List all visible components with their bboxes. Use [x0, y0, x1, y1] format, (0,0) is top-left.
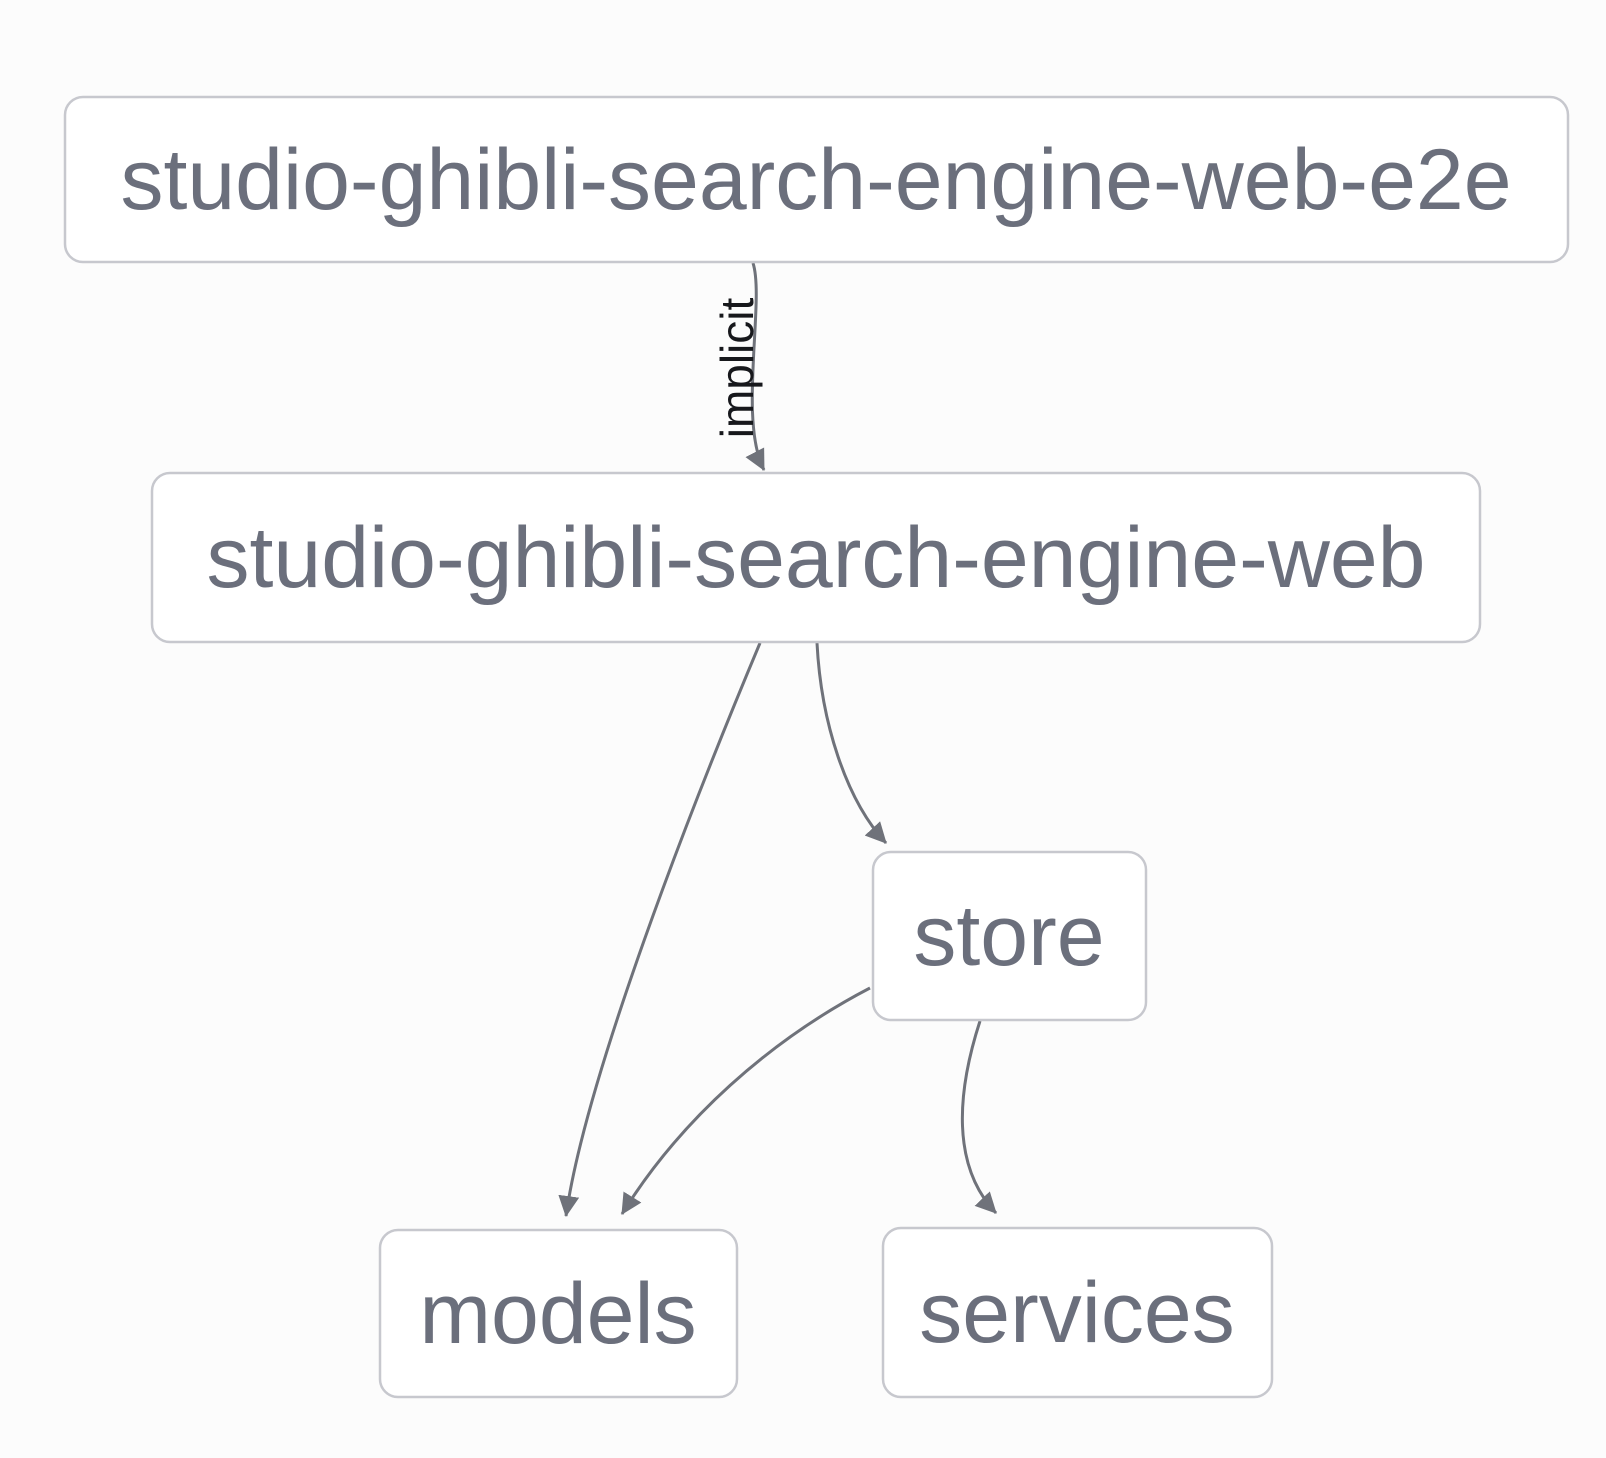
node-box-services[interactable]	[881, 1226, 1274, 1399]
node-label-store: store	[913, 888, 1104, 984]
node-models[interactable]: models	[378, 1228, 739, 1399]
node-services[interactable]: services	[881, 1226, 1274, 1399]
node-box-web[interactable]	[150, 471, 1482, 644]
edge-web-to-models	[558, 642, 762, 1218]
edge-e2e-to-web	[745, 262, 766, 471]
node-store[interactable]: store	[871, 850, 1148, 1022]
node-box-store[interactable]	[871, 850, 1148, 1022]
node-label-e2e: studio-ghibli-search-engine-web-e2e	[120, 132, 1511, 228]
edge-web-to-store	[815, 642, 888, 845]
node-box-models[interactable]	[378, 1228, 739, 1399]
edge-label-implicit-text: implicit	[711, 298, 763, 439]
node-label-models: models	[419, 1266, 696, 1362]
edge-store-to-models	[620, 986, 871, 1215]
node-label-web: studio-ghibli-search-engine-web	[207, 510, 1426, 606]
node-studio-ghibli-search-engine-web[interactable]: studio-ghibli-search-engine-web	[150, 471, 1482, 644]
edge-group: implicit	[558, 262, 998, 1218]
edge-label-implicit: implicit	[711, 298, 763, 439]
node-label-services: services	[919, 1265, 1234, 1361]
node-box-e2e[interactable]	[63, 95, 1570, 264]
edge-store-to-services	[960, 1020, 998, 1215]
node-studio-ghibli-search-engine-web-e2e[interactable]: studio-ghibli-search-engine-web-e2e	[63, 95, 1570, 264]
